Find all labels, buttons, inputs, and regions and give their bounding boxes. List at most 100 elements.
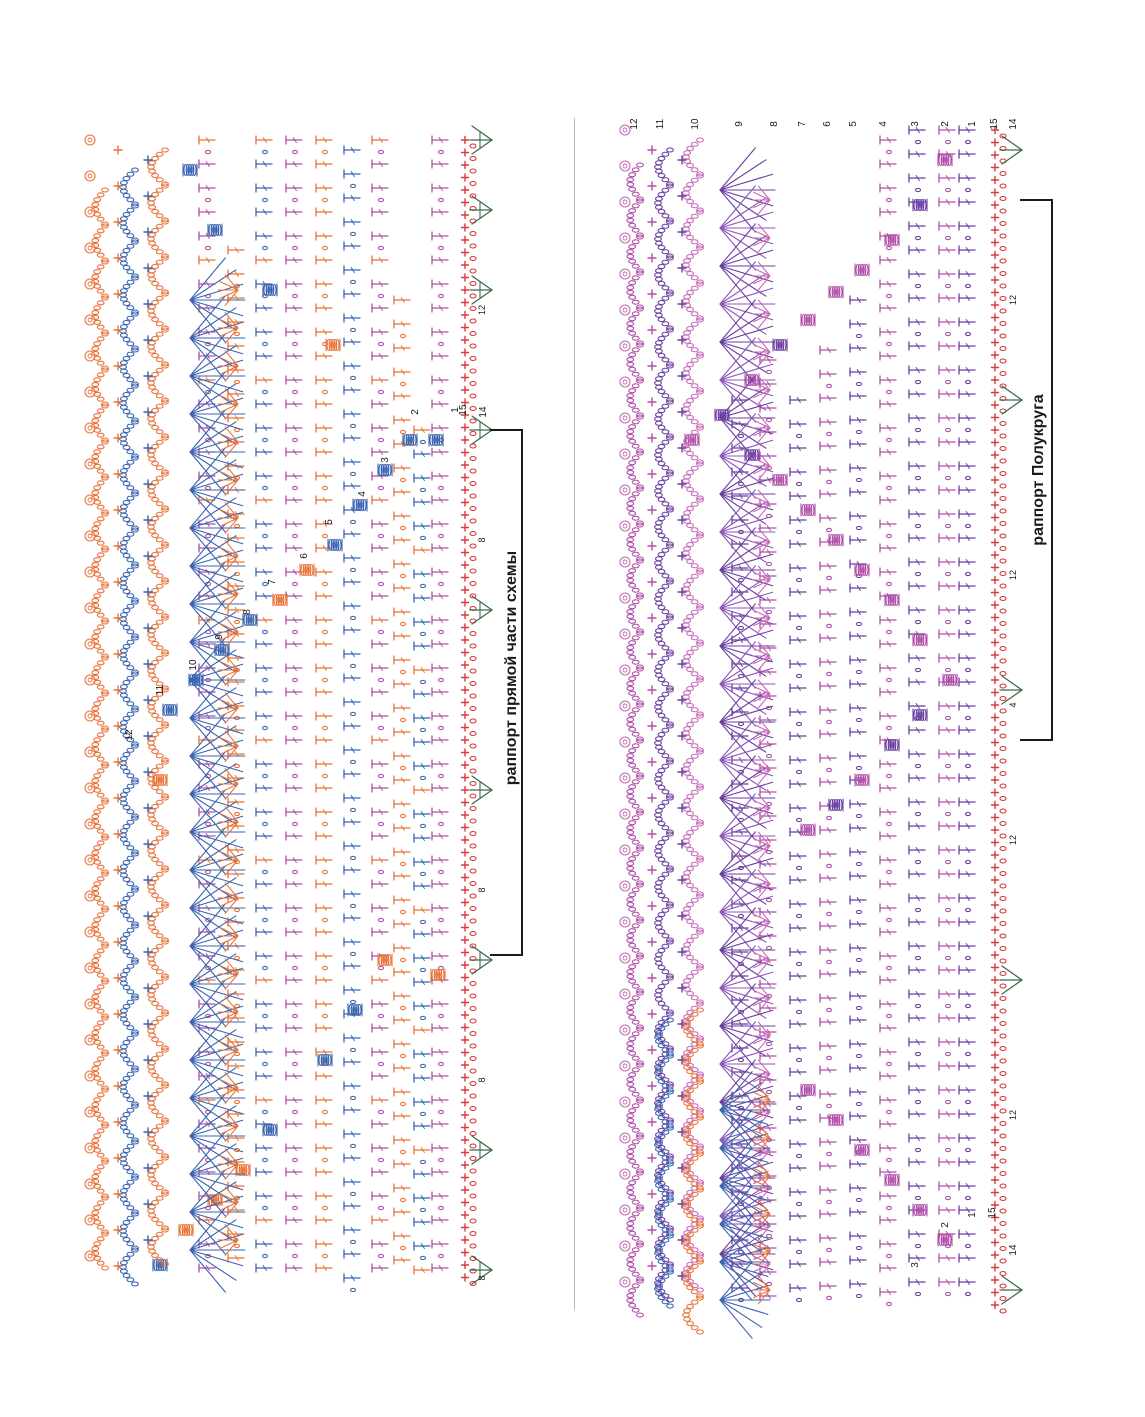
dc-stitch bbox=[945, 1111, 950, 1117]
dc-stitch bbox=[420, 811, 425, 817]
dc-stitch bbox=[945, 655, 950, 661]
fan-stitch bbox=[189, 535, 237, 567]
dc-stitch bbox=[322, 761, 327, 767]
chain-stitch bbox=[469, 1030, 477, 1037]
fan-stitch bbox=[189, 1119, 244, 1137]
fan-stitch bbox=[224, 289, 239, 306]
chain-stitch bbox=[148, 304, 157, 310]
chain-stitch bbox=[155, 331, 164, 337]
dc-stitch bbox=[378, 905, 383, 911]
dc-stitch bbox=[856, 393, 861, 399]
chain-stitch bbox=[148, 844, 157, 850]
dc-stitch bbox=[350, 627, 355, 633]
chain-stitch bbox=[151, 352, 160, 359]
green-arrow bbox=[1001, 965, 1023, 981]
chain-stitch bbox=[469, 1218, 477, 1224]
chain-stitch bbox=[437, 389, 445, 395]
chain-stitch bbox=[161, 543, 169, 549]
dc-stitch bbox=[796, 1141, 801, 1147]
chain-stitch bbox=[131, 923, 139, 929]
chain-stitch bbox=[795, 433, 803, 439]
cluster-stitch bbox=[380, 953, 385, 967]
chain-stitch bbox=[349, 231, 357, 237]
cluster-stitch bbox=[243, 1163, 248, 1177]
fan-stitch bbox=[189, 903, 226, 947]
dc-stitch bbox=[420, 523, 425, 529]
dc-stitch bbox=[292, 833, 297, 839]
dc-stitch bbox=[965, 151, 970, 157]
picot-stitch bbox=[84, 494, 96, 506]
chain-stitch bbox=[151, 1199, 160, 1206]
chain-stitch bbox=[126, 629, 135, 635]
chain-stitch bbox=[93, 859, 102, 865]
dc-stitch bbox=[438, 1241, 443, 1247]
chain-stitch bbox=[885, 389, 893, 395]
picot-stitch bbox=[87, 569, 93, 575]
chain-stitch bbox=[999, 1033, 1007, 1039]
chain-stitch bbox=[131, 275, 139, 281]
chain-stitch bbox=[999, 1083, 1007, 1089]
chain-stitch bbox=[161, 1119, 169, 1125]
dc-stitch bbox=[886, 425, 891, 431]
chain-stitch bbox=[855, 1101, 863, 1107]
chain-stitch bbox=[148, 556, 157, 562]
dc-stitch bbox=[400, 537, 405, 543]
chain-stitch bbox=[151, 983, 160, 990]
chain-stitch bbox=[131, 417, 139, 423]
chain-stitch bbox=[91, 886, 100, 892]
fan-stitch bbox=[189, 337, 244, 355]
chain-stitch bbox=[349, 855, 357, 861]
chain-stitch bbox=[349, 423, 357, 429]
dc-stitch bbox=[738, 661, 743, 667]
dc-stitch bbox=[856, 1185, 861, 1191]
chain-stitch bbox=[419, 583, 427, 589]
chain-stitch bbox=[119, 512, 128, 518]
fan-stitch bbox=[219, 432, 239, 443]
dc-stitch bbox=[965, 1039, 970, 1045]
chain-stitch bbox=[914, 1099, 922, 1105]
chain-stitch bbox=[999, 808, 1007, 814]
chain-stitch bbox=[122, 463, 131, 470]
green-arrow bbox=[471, 1255, 493, 1271]
chain-stitch bbox=[101, 941, 109, 947]
chain-stitch bbox=[377, 869, 385, 875]
chain-stitch bbox=[469, 268, 477, 274]
chain-stitch bbox=[419, 967, 427, 973]
dc-stitch bbox=[945, 1255, 950, 1261]
chain-stitch bbox=[161, 975, 169, 981]
chain-stitch bbox=[155, 871, 164, 877]
dc-stitch bbox=[292, 497, 297, 503]
dc-stitch bbox=[796, 1165, 801, 1171]
cluster-stitch bbox=[265, 283, 270, 297]
dc-stitch bbox=[378, 737, 383, 743]
dc-stitch bbox=[378, 257, 383, 263]
cluster-stitch bbox=[167, 703, 173, 717]
chain-stitch bbox=[91, 598, 100, 604]
dc-stitch bbox=[826, 491, 831, 497]
dc-stitch bbox=[322, 473, 327, 479]
chain-stitch bbox=[321, 1109, 329, 1115]
chain-stitch bbox=[399, 1245, 407, 1251]
dc-stitch bbox=[886, 281, 891, 287]
chain-stitch bbox=[96, 516, 105, 522]
dc-stitch bbox=[234, 1039, 239, 1045]
chain-stitch bbox=[155, 1005, 164, 1011]
dc-stitch bbox=[262, 137, 267, 143]
dc-stitch bbox=[796, 949, 801, 955]
dc-stitch bbox=[915, 991, 920, 997]
chain-stitch bbox=[155, 861, 164, 867]
dc-stitch bbox=[965, 319, 970, 325]
chain-stitch bbox=[93, 413, 102, 419]
dc-stitch bbox=[856, 1137, 861, 1143]
cluster-stitch bbox=[162, 1258, 167, 1272]
chain-stitch bbox=[825, 1055, 833, 1061]
fan-stitch bbox=[189, 413, 237, 445]
dc-stitch bbox=[378, 305, 383, 311]
chain-stitch bbox=[122, 1039, 131, 1046]
fan-stitch bbox=[219, 356, 239, 367]
dc-stitch bbox=[886, 953, 891, 959]
dc-stitch bbox=[438, 1001, 443, 1007]
chain-stitch bbox=[131, 383, 139, 389]
chain-stitch bbox=[999, 383, 1007, 389]
chain-stitch bbox=[964, 571, 972, 577]
